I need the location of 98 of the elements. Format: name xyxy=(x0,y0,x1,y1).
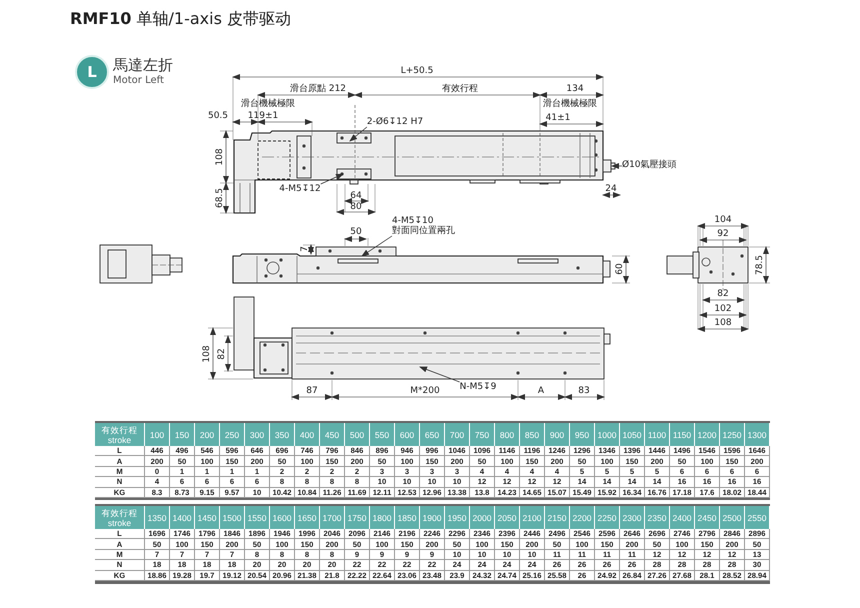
table-header-cell: 1950 xyxy=(445,506,470,529)
leader-line xyxy=(611,163,622,169)
table-header-cell: 1300 xyxy=(745,423,770,446)
leader-line xyxy=(349,126,368,142)
table-header-cell: 850 xyxy=(520,423,545,446)
table-header-cell: 1650 xyxy=(295,506,320,529)
table-header-cell: 450 xyxy=(320,423,345,446)
table-header-cell: 1900 xyxy=(420,506,445,529)
table-header-cell: 1150 xyxy=(670,423,695,446)
dimension-label: 119±1 xyxy=(248,111,278,121)
dimension-label: 7 xyxy=(300,246,310,252)
dimension-label: 60 xyxy=(615,263,625,275)
table-header-cell: 1450 xyxy=(195,506,220,529)
callout-text: N-M5↧9 xyxy=(460,382,496,392)
table-header-cell: 650 xyxy=(420,423,445,446)
table-header-cell: 2500 xyxy=(720,506,745,529)
callout-text: 2-Ø6↧12 H7 xyxy=(366,117,424,127)
dimension-label: 134 xyxy=(566,84,584,94)
table-header-cell: 1850 xyxy=(395,506,420,529)
dimension-label: 50 xyxy=(350,227,362,237)
table-header-cell: 700 xyxy=(445,423,470,446)
table-header-cell: 1750 xyxy=(345,506,370,529)
dimension-label: 滑台機械極限 xyxy=(241,99,295,109)
table-header-cell: 350 xyxy=(270,423,295,446)
table-header-cell: 2150 xyxy=(545,506,570,529)
table-header-cell: 2350 xyxy=(645,506,670,529)
table-header-cell: 1200 xyxy=(695,423,720,446)
table-header-cell: 1350 xyxy=(145,506,170,529)
dimension-label: 92 xyxy=(717,229,729,239)
table-header-cell: 2050 xyxy=(495,506,520,529)
dimension-label: 80 xyxy=(350,202,362,212)
leader-line xyxy=(361,236,392,257)
table-header-cell: 1000 xyxy=(595,423,620,446)
dimension-label: 104 xyxy=(714,215,732,225)
dimension-label: 108 xyxy=(215,148,225,166)
table-header-cell: 200 xyxy=(195,423,220,446)
table-header-cell: 950 xyxy=(570,423,595,446)
table-header-cell: 1250 xyxy=(720,423,745,446)
dimension-label: 滑台機械極限 xyxy=(543,99,597,109)
callout-text: 對面同位置兩孔 xyxy=(392,226,455,236)
table-header-cell: 1050 xyxy=(620,423,645,446)
dimension-label: M*200 xyxy=(410,386,440,396)
table-header-cell: 2000 xyxy=(470,506,495,529)
dimension-label: 24 xyxy=(605,184,617,194)
table-header-cell: 1600 xyxy=(270,506,295,529)
dimension-label: 82 xyxy=(717,289,729,299)
dimension-label: 68.5 xyxy=(215,188,225,208)
dimension-label: 滑台原點 212 xyxy=(290,84,346,94)
dimension-label: 82 xyxy=(217,348,227,360)
table-header-cell: 800 xyxy=(495,423,520,446)
leader-line xyxy=(419,366,460,382)
table-header-cell: 2400 xyxy=(670,506,695,529)
dimension-label: 有效行程 xyxy=(442,84,478,94)
leader-line xyxy=(320,174,344,184)
dimension-label: 108 xyxy=(714,318,732,328)
table-header-cell: 1500 xyxy=(220,506,245,529)
dimension-label: L+50.5 xyxy=(400,66,434,76)
table-header-cell: 300 xyxy=(245,423,270,446)
table-header-cell: 2300 xyxy=(620,506,645,529)
dimension-label: A xyxy=(538,386,544,396)
table-header-cell: 1400 xyxy=(170,506,195,529)
table-header-cell: 2250 xyxy=(595,506,620,529)
callout-text: 4-M5↧12 xyxy=(279,184,321,194)
table-header-cell: 1800 xyxy=(370,506,395,529)
table-header-cell: 600 xyxy=(395,423,420,446)
letter-badge: L xyxy=(75,55,109,89)
dimension-label: 108 xyxy=(202,345,212,363)
badge-subtitle: Motor Left xyxy=(113,75,164,86)
table-header-cell: 1550 xyxy=(245,506,270,529)
dimension-label: 41±1 xyxy=(546,113,570,123)
table-header-cell: 2450 xyxy=(695,506,720,529)
table-header-cell: 550 xyxy=(370,423,395,446)
table-header-cell: 100 xyxy=(145,423,170,446)
callout-text: Ø10氣壓接頭 xyxy=(622,160,677,170)
table-header-cell: 2200 xyxy=(570,506,595,529)
dimension-label: 87 xyxy=(306,386,318,396)
table-header-cell: 1100 xyxy=(645,423,670,446)
table-header-cell: 1700 xyxy=(320,506,345,529)
title: RMF10 单轴/1-axis 皮带驱动 xyxy=(70,9,292,30)
actuator-bottom-view-drawing xyxy=(208,296,610,400)
table-header-cell: 2550 xyxy=(745,506,770,529)
table-header-cell: 2100 xyxy=(520,506,545,529)
table-header-cell: 500 xyxy=(345,423,370,446)
table-header-cell: 有效行程 stroke xyxy=(95,423,145,446)
dimension-label: 102 xyxy=(714,304,732,314)
table-header-cell: 150 xyxy=(170,423,195,446)
dimension-label: 78.5 xyxy=(755,254,765,276)
dimension-label: 83 xyxy=(578,386,590,396)
callout-text: 4-M5↧10 xyxy=(392,216,434,226)
table-header-cell: 900 xyxy=(545,423,570,446)
actuator-side-view-drawing xyxy=(232,236,630,284)
badge-title: 馬達左折 xyxy=(113,56,173,75)
table-header-cell: 750 xyxy=(470,423,495,446)
table-header-cell: 400 xyxy=(295,423,320,446)
table-header-cell: 有效行程 stroke xyxy=(95,506,145,529)
dimension-label: 50.5 xyxy=(208,111,228,121)
dimension-label: 64 xyxy=(350,191,362,201)
table-header-cell: 250 xyxy=(220,423,245,446)
